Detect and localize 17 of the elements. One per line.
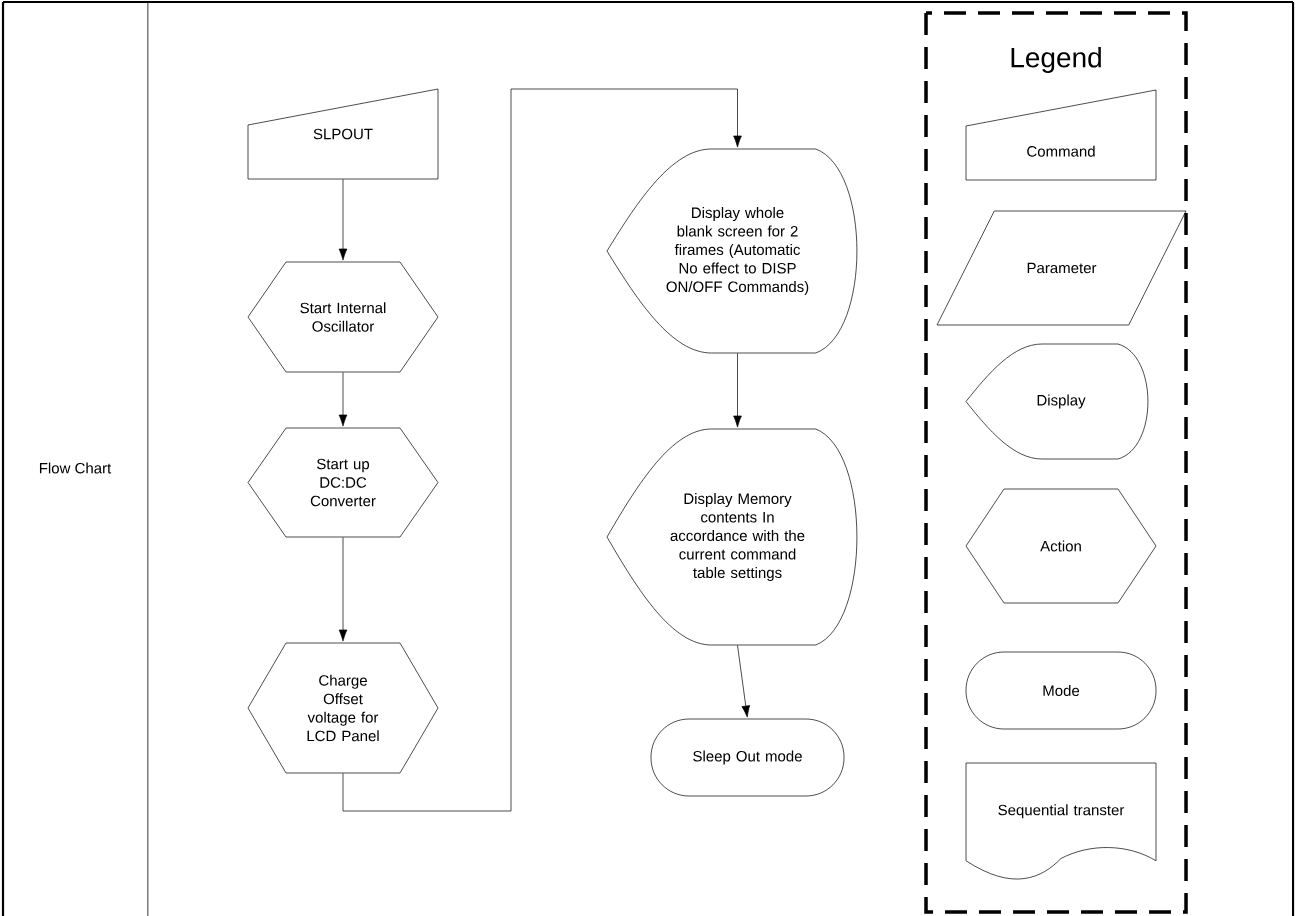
arrow (342, 88, 742, 812)
display-shape: Display whole blank screen for 2 firames (Automatic No effect to DISP ON/OFF Commands) (606, 148, 858, 354)
action-hexagon: Start up DC:DC Converter (247, 427, 439, 538)
mode-terminal: Sleep Out mode (650, 718, 845, 797)
legend-title: Legend (1011, 46, 1101, 74)
arrow (733, 353, 742, 428)
arrow (338, 537, 348, 642)
legend-symbol: Display (965, 343, 1149, 460)
display-shape: Display Memory contents In accordance with the current command table settings (606, 428, 858, 646)
row-label: Flow Chart (39, 462, 112, 474)
arrow (338, 179, 348, 261)
command-box: SLPOUT (247, 88, 439, 180)
action-hexagon: Start Internal Oscillator (247, 261, 439, 373)
arrow (338, 372, 348, 427)
arrow (737, 645, 751, 718)
legend-symbol: Sequential transter (965, 762, 1157, 880)
action-hexagon: Charge Offset voltage for LCD Panel (247, 642, 439, 774)
